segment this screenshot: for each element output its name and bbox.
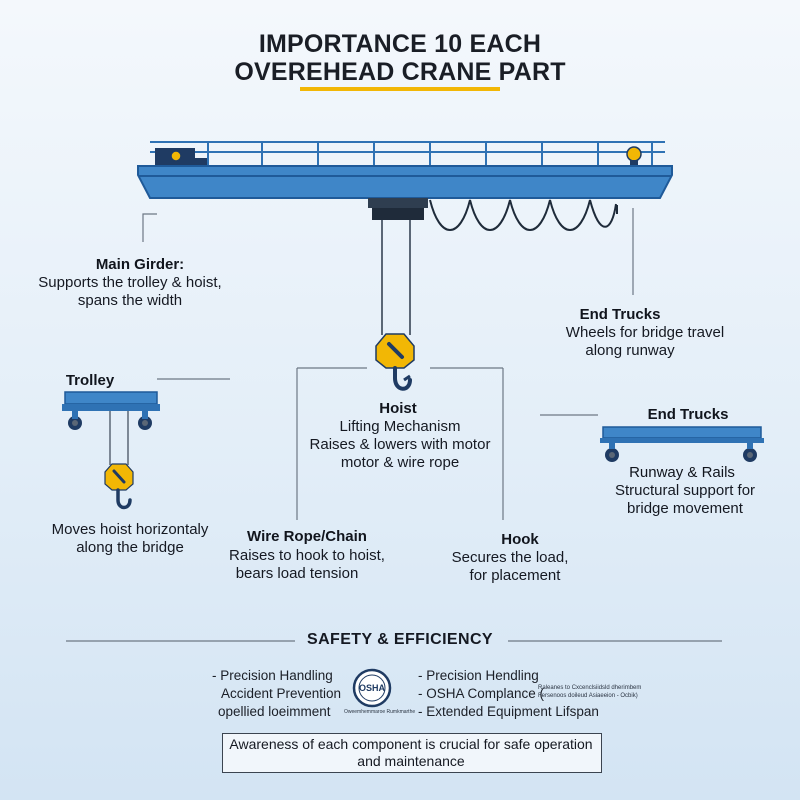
main-girder-desc-1: Supports the trolley & hoist,: [38, 274, 222, 291]
main-girder-title: Main Girder:: [95, 256, 185, 273]
safety-right-fine-2: Fersenoos doileud Asiaeeion - Ocbik): [538, 693, 638, 699]
hook-desc-2: for placement: [469, 567, 561, 584]
trolley-block: [368, 198, 428, 208]
footer-note-line2: and maintenance: [357, 753, 465, 769]
hoist-title: Hoist: [379, 400, 417, 417]
end-trucks-right-title: End Trucks: [647, 406, 729, 423]
osha-badge-text: OSHA: [358, 683, 385, 693]
footer-note-box: [222, 733, 602, 773]
end-truck-beam: [602, 426, 762, 439]
main-girder: [137, 165, 673, 199]
end-trucks-top-title: End Trucks: [579, 306, 661, 323]
callout-lines: [66, 208, 722, 642]
safety-heading: SAFETY & EFFICIENCY: [307, 631, 493, 648]
safety-left-item-2: Accident Prevention: [221, 686, 342, 701]
osha-badge-caption: Oweemhemmaroe Rumkmarthe: [344, 709, 416, 715]
end-trucks-top-desc-1: Wheels for bridge travel: [565, 324, 725, 341]
crane-hook: [393, 366, 412, 391]
title-underline: [300, 87, 500, 91]
safety-right-item-3: - Extended Equipment Lifspan: [418, 704, 599, 719]
osha-badge-icon: [352, 668, 392, 708]
page-title-line1: IMPORTANCE 10 EACH: [258, 30, 542, 58]
hoist-desc-3: motor & wire rope: [340, 454, 460, 471]
runway-rails-desc-1: Structural support for: [614, 482, 756, 499]
trolley-desc-2: along the bridge: [76, 539, 184, 556]
runway-rails-title: Runway & Rails: [629, 464, 735, 481]
safety-left-item-3: opellied loeimment: [218, 704, 331, 719]
trolley-title: Trolley: [65, 372, 115, 389]
hoist-desc-1: Lifting Mechanism: [339, 418, 461, 435]
runway-rails-desc-2: bridge movement: [627, 500, 743, 517]
beacon-light: [626, 146, 642, 162]
end-trucks-top-desc-2: along runway: [585, 342, 675, 359]
safety-left-item-1: - Precision Handling: [212, 668, 333, 683]
safety-right-fine-1: Raleanes to Cxcenclsiidsld dherimbem: [538, 685, 642, 691]
wire-rope-desc-1: Raises to hook to hoist,: [229, 547, 385, 564]
footer-note-line1: Awareness of each component is crucial f…: [229, 736, 593, 752]
hook-title: Hook: [501, 531, 539, 548]
trolley-desc-1: Moves hoist horizontaly: [51, 521, 209, 538]
hook-desc-1: Secures the load,: [451, 549, 569, 566]
hoist-desc-2: Raises & lowers with motor: [309, 436, 491, 453]
festoon-cable: [429, 199, 617, 231]
safety-right-item-2: - OSHA Complance (: [418, 686, 545, 701]
page-title-line2: OVEREHEAD CRANE PART: [234, 58, 566, 86]
trolley-beam: [64, 391, 158, 405]
main-girder-desc-2: spans the width: [77, 292, 183, 309]
wire-rope-title: Wire Rope/Chain: [247, 528, 367, 545]
girder-railing: [150, 141, 665, 166]
safety-right-item-1: - Precision Hendling: [418, 668, 539, 683]
motor-light: [170, 150, 182, 162]
wire-rope-desc-2: bears load tension: [235, 565, 359, 582]
